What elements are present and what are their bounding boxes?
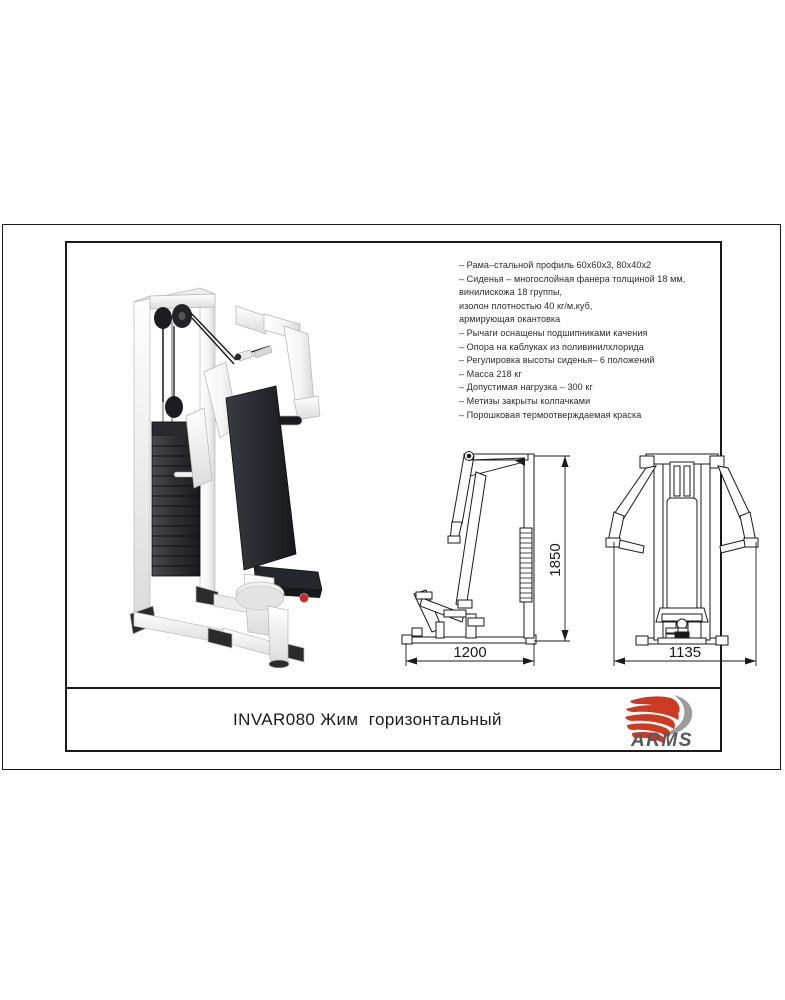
dimension-width-1135 bbox=[613, 542, 757, 666]
cable-adjuster bbox=[234, 345, 273, 362]
dimension-height-1850 bbox=[534, 455, 570, 642]
logo-swoosh bbox=[660, 694, 693, 735]
spec-line: – Рама–стальной профиль 60x60x3, 80x40x2 bbox=[459, 260, 652, 270]
spec-line: армирующая окантовка bbox=[459, 314, 561, 325]
dimension-width-label: 1200 bbox=[453, 644, 486, 661]
spec-line: изолон плотностью 40 кг/м.куб, bbox=[459, 300, 593, 311]
spec-line: – Опора на каблуках из поливинилхлорида bbox=[459, 341, 644, 352]
spec-line: – Рычаги оснащены подшипниками качения bbox=[459, 327, 648, 338]
spec-line: – Порошковая термоотверждаемая краска bbox=[459, 409, 642, 420]
title-block-divider bbox=[65, 687, 722, 689]
cable bbox=[162, 311, 271, 402]
spec-line: – Регулировка высоты сиденья– 6 положени… bbox=[459, 355, 655, 366]
product-photo bbox=[108, 276, 376, 668]
title-block: INVAR080 Жим горизонтальный ARMS bbox=[67, 689, 720, 750]
specification-list: – Рама–стальной профиль 60x60x3, 80x40x2… bbox=[459, 259, 724, 422]
page-title: INVAR080 Жим горизонтальный bbox=[233, 709, 502, 729]
logo-claw bbox=[625, 695, 680, 743]
spec-line: – Метизы закрыты колпачками bbox=[459, 395, 591, 406]
side-view-drawing: 1850 1200 bbox=[392, 432, 584, 670]
arms-logo: ARMS bbox=[608, 691, 716, 749]
spec-line: – Допустимая нагрузка – 300 кг bbox=[459, 382, 593, 393]
logo-wordmark: ARMS bbox=[630, 730, 693, 749]
dimension-width-label: 1135 bbox=[669, 644, 701, 661]
dimension-height-label: 1850 bbox=[547, 543, 564, 576]
spec-line: винилискожа 18 группы, bbox=[459, 287, 563, 298]
back-pad bbox=[225, 385, 297, 571]
spec-line: – Сиденья – многослойная фанера толщиной… bbox=[459, 273, 686, 284]
pulley-group bbox=[154, 304, 192, 418]
spec-line: – Масса 218 кг bbox=[459, 368, 522, 379]
dimension-width-1200 bbox=[405, 643, 535, 666]
front-view-drawing: 1135 bbox=[596, 432, 768, 670]
